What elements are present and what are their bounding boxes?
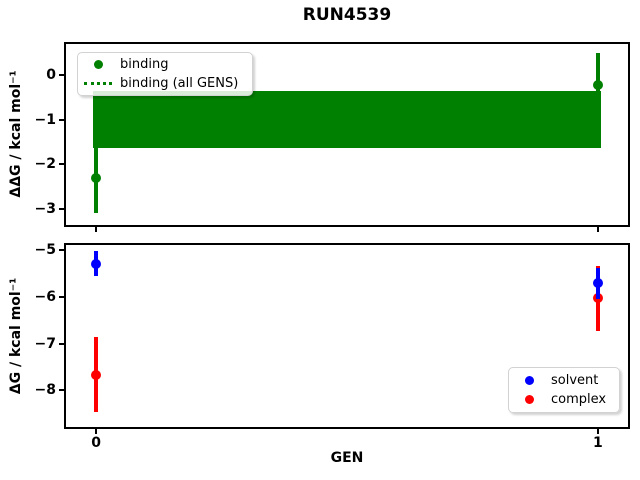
x-tick: [596, 429, 599, 434]
legend-handle: [515, 375, 543, 385]
y-tick-label: −1: [34, 111, 56, 128]
legend-row-complex: complex: [515, 391, 613, 409]
y-tick: [59, 118, 64, 121]
y-tick: [59, 73, 64, 76]
y-tick: [59, 249, 64, 252]
legend-handle: [84, 60, 112, 70]
y-tick-label: 0: [46, 66, 56, 83]
y-tick: [59, 389, 64, 392]
legend-marker-dot: [524, 395, 534, 405]
legend-handle: [515, 395, 543, 405]
x-tick-label: 0: [91, 435, 101, 451]
legend-label: binding (all GENS): [120, 75, 239, 91]
legend-label: binding: [120, 57, 169, 73]
legend-label: complex: [551, 392, 607, 408]
legend-label: solvent: [551, 372, 599, 388]
point-binding-gen0: [91, 172, 102, 183]
y-tick-label: −8: [34, 382, 56, 399]
x-tick: [95, 429, 98, 434]
legend-upper-left: binding binding (all GENS): [77, 52, 253, 96]
y-tick-label: −5: [34, 242, 56, 259]
point-solvent-gen1: [592, 278, 603, 289]
x-tick-label: 1: [593, 435, 603, 451]
point-binding-gen1: [592, 79, 603, 90]
y-tick: [59, 295, 64, 298]
legend-dotted-line-icon: [84, 81, 112, 85]
y-tick: [59, 163, 64, 166]
band-binding-all-gens: [93, 91, 601, 148]
chart-title: RUN4539: [302, 5, 392, 25]
legend-marker-dot: [93, 60, 103, 70]
legend-row-solvent: solvent: [515, 371, 613, 389]
x-axis-label: GEN: [330, 450, 364, 466]
point-solvent-gen0: [91, 258, 102, 269]
x-tick: [95, 227, 98, 232]
point-complex-gen0: [91, 369, 102, 380]
legend-row-binding: binding: [84, 56, 246, 74]
y-tick: [59, 342, 64, 345]
y-tick-label: −2: [34, 156, 56, 173]
y-tick-label: −6: [34, 288, 56, 305]
x-tick: [596, 227, 599, 232]
y-tick-label: −3: [34, 200, 56, 217]
legend-marker-dot: [524, 375, 534, 385]
legend-handle: [84, 81, 112, 85]
y-tick: [59, 207, 64, 210]
legend-lower-right: solvent complex: [508, 367, 620, 413]
top-y-axis-label: ΔΔG / kcal mol⁻¹: [8, 70, 24, 198]
y-tick-label: −7: [34, 335, 56, 352]
legend-row-binding-all-gens: binding (all GENS): [84, 74, 246, 92]
